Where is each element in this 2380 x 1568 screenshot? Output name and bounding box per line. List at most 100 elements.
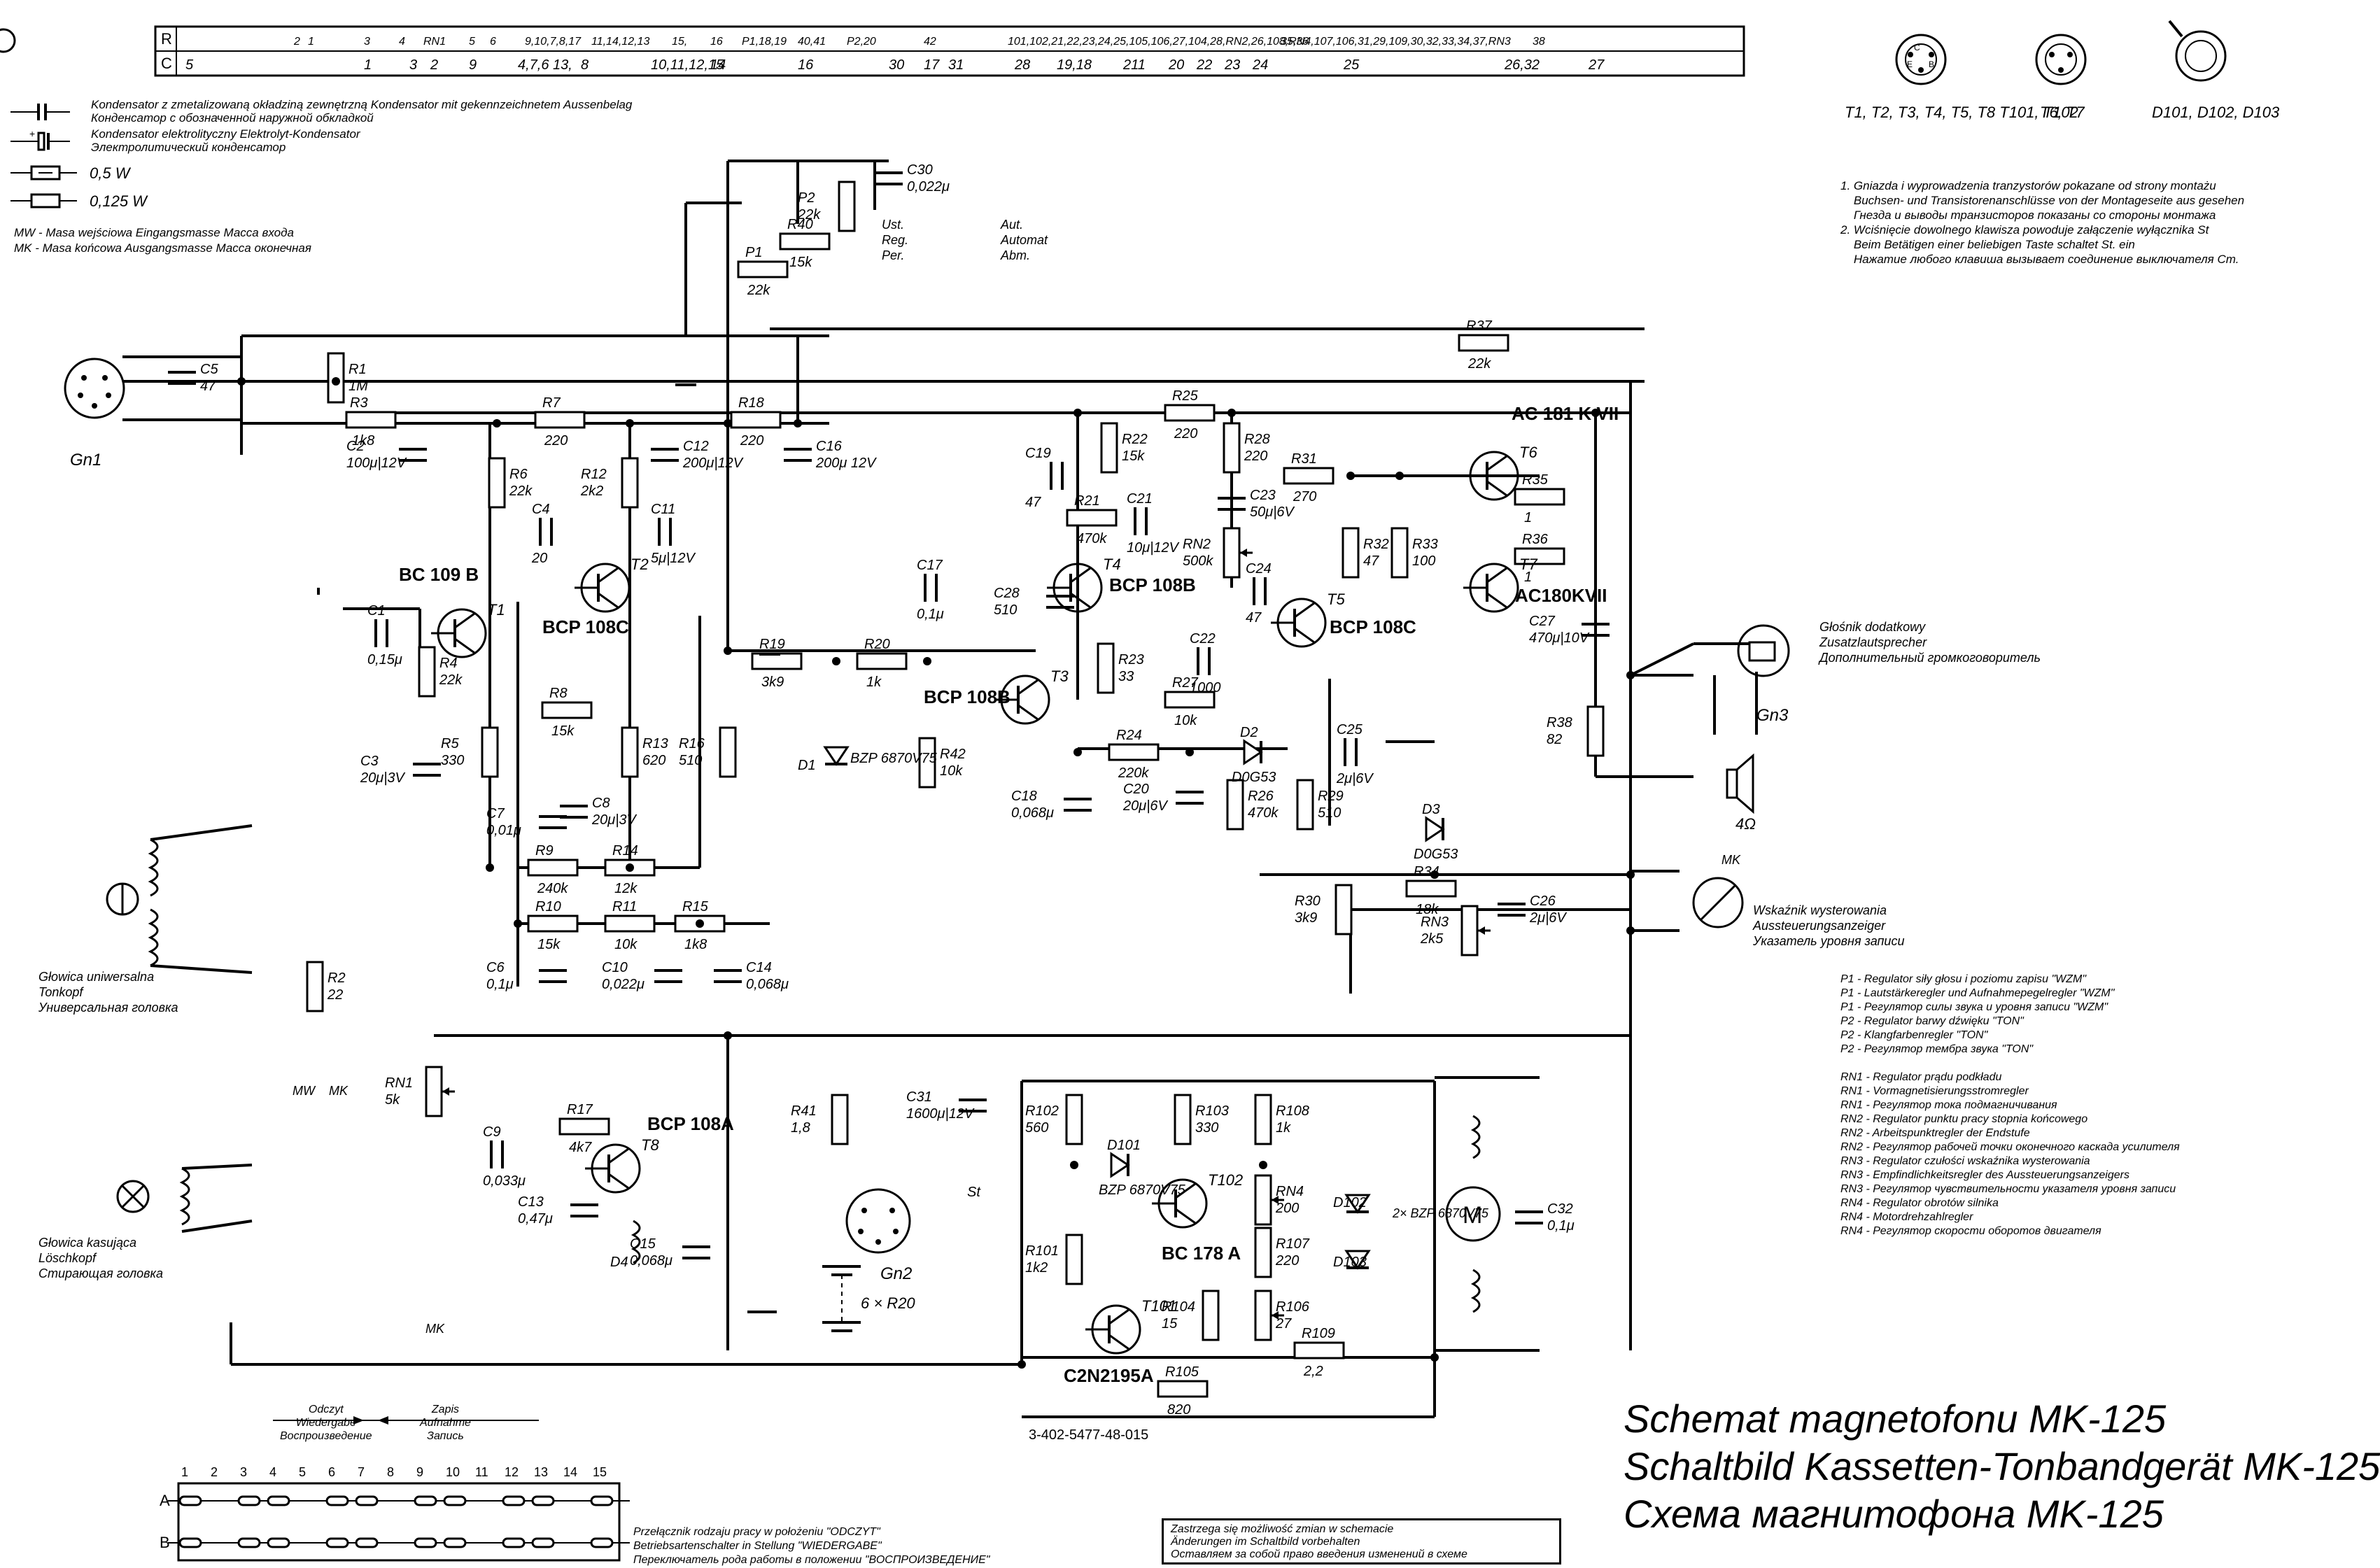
legend-mk: MK - Masa końcowa Ausgangsmasse Масса ок… xyxy=(14,241,311,255)
junction-dot xyxy=(1227,409,1236,417)
label-c14: C14 xyxy=(746,960,772,975)
diode-d102 xyxy=(1344,1194,1371,1214)
header-r-cell: 11,14,12,13 xyxy=(591,36,649,48)
pinout-label-t1: T1, T2, T3, T4, T5, T8 T101, T102 xyxy=(1845,104,2078,121)
value-r30: 3k9 xyxy=(1295,910,1317,926)
junction-dot xyxy=(626,863,634,872)
switch-row-b: B xyxy=(160,1534,170,1551)
header-c-cell: 22 xyxy=(1196,57,1212,73)
value-c12: 200μ|12V xyxy=(682,455,744,471)
header-c-cell: 8 xyxy=(581,57,589,73)
label-c25: C25 xyxy=(1337,722,1363,737)
header-c-cell: 1 xyxy=(364,57,372,73)
resistor-r16 xyxy=(719,726,737,778)
value-c3: 20μ|3V xyxy=(360,770,406,786)
label-d3: D3 xyxy=(1422,802,1440,817)
value-d1: BZP 6870V75 xyxy=(850,751,938,766)
header-r-cell: 2 xyxy=(293,36,300,48)
label-r20: R20 xyxy=(864,637,890,652)
switch-contact-a xyxy=(325,1495,349,1506)
resistor-r103 xyxy=(1174,1094,1192,1145)
svg-text:+: + xyxy=(29,128,35,139)
legend-r-0125w: 0,125 W xyxy=(90,192,148,210)
value-c20: 20μ|6V xyxy=(1122,798,1169,814)
type-t2: BCP 108C xyxy=(542,616,629,637)
value-r109: 2,2 xyxy=(1303,1364,1323,1379)
label-r7: R7 xyxy=(542,395,561,411)
header-c-cell: 28 xyxy=(1014,57,1030,73)
row-c-label: C xyxy=(161,55,172,72)
value-r11: 10k xyxy=(614,937,638,952)
resistor-rn3 xyxy=(1460,905,1479,956)
label-r12: R12 xyxy=(581,467,607,482)
resistor-r38 xyxy=(1586,705,1605,757)
meter-label: Wskaźnik wysterowania Aussteuerungsanzei… xyxy=(1753,903,1905,948)
value-c13: 0,47μ xyxy=(518,1211,553,1227)
label-t8: T8 xyxy=(641,1136,659,1154)
motor-label: M xyxy=(1463,1202,1482,1229)
value-c1: 0,15μ xyxy=(367,652,402,668)
junction-dot xyxy=(1395,472,1404,480)
value-r26: 470k xyxy=(1248,805,1279,821)
label-c23: C23 xyxy=(1250,488,1276,503)
resistor-r42 xyxy=(918,737,936,789)
socket-gn2: Gn2 xyxy=(845,1188,912,1283)
label-t1: T1 xyxy=(487,601,505,619)
label-r101: R101 xyxy=(1025,1243,1059,1259)
legend-cap-elec-1: Kondensator elektrolityczny Elektrolyt-K… xyxy=(91,127,361,141)
junction-dot xyxy=(724,1031,732,1040)
value-r10: 15k xyxy=(537,937,561,952)
speaker-label: Głośnik dodatkowy Zusatzlautsprecher Доп… xyxy=(1819,620,2041,665)
svg-text:E: E xyxy=(1907,59,1913,69)
gn1-label: Gn1 xyxy=(70,451,101,469)
label-r102: R102 xyxy=(1025,1103,1059,1119)
header-c-cell: 5 xyxy=(185,57,194,73)
value-r21: 470k xyxy=(1076,531,1107,546)
resistor-r23 xyxy=(1097,642,1115,694)
label-r105: R105 xyxy=(1165,1364,1199,1380)
switch-contact-a xyxy=(502,1495,526,1506)
title-de: Schaltbild Kassetten-Tonbandgerät MK-125 xyxy=(1624,1444,2380,1488)
value-r20: 1k xyxy=(866,674,882,690)
gn3-label: Gn3 xyxy=(1756,706,1789,725)
value-r41: 1,8 xyxy=(791,1120,810,1136)
label-rn3: RN3 xyxy=(1421,914,1449,930)
switch-contact-a xyxy=(237,1495,261,1506)
row-r-label: R xyxy=(161,30,172,48)
label-r33: R33 xyxy=(1412,537,1438,552)
header-c-cell: 23 xyxy=(1224,57,1240,73)
label-r109: R109 xyxy=(1302,1326,1335,1341)
label-c18: C18 xyxy=(1011,789,1037,804)
switch-contact-b xyxy=(178,1537,202,1548)
header-c-cell: 27 xyxy=(1588,57,1605,73)
label-c12: C12 xyxy=(683,439,709,454)
value-c22: 1000 xyxy=(1190,680,1221,695)
junction-dot xyxy=(1626,926,1635,935)
value-r37: 22k xyxy=(1467,356,1491,372)
socket-gn1: Gn1 xyxy=(64,355,241,469)
label-r6: R6 xyxy=(509,467,528,482)
type-t1: BC 109 B xyxy=(399,564,479,585)
value-r9: 240k xyxy=(537,881,568,896)
header-c-cell: 2 xyxy=(430,57,438,73)
ground-symbols xyxy=(675,380,1624,1313)
junction-dot xyxy=(832,657,840,665)
label-c16: C16 xyxy=(816,439,843,454)
junction-dot xyxy=(332,377,340,386)
label-r28: R28 xyxy=(1244,432,1270,447)
label-r15: R15 xyxy=(682,899,709,914)
value-r1: 1M xyxy=(348,379,368,394)
value-r19: 3k9 xyxy=(761,674,784,690)
label-c1: C1 xyxy=(367,603,386,619)
doc-number: 3-402-5477-48-015 xyxy=(1029,1427,1149,1443)
value-r23: 33 xyxy=(1118,669,1134,684)
value-r101: 1k2 xyxy=(1025,1260,1048,1276)
gn2-label: Gn2 xyxy=(880,1264,912,1283)
value-rn1: 5k xyxy=(385,1092,400,1108)
resistor-rn1 xyxy=(425,1066,443,1117)
header-r-cell: 6 xyxy=(490,36,496,48)
speaker-assembly: 4Ω Gn3 xyxy=(1726,624,1790,833)
switch-contact-number: 10 xyxy=(446,1465,460,1479)
value-p2: 22k xyxy=(797,207,821,223)
